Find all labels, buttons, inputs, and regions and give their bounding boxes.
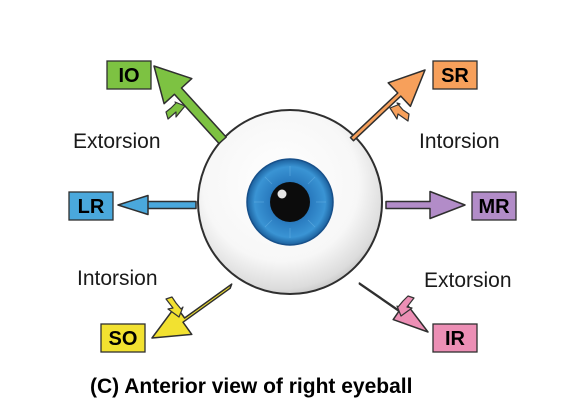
label-ir-box xyxy=(432,323,478,353)
label-sr-box xyxy=(432,60,478,90)
lr-arrow xyxy=(117,194,197,216)
io-torsion-arrow-icon xyxy=(165,101,186,120)
motion-ir-text: Extorsion xyxy=(424,269,512,292)
motion-sr-text: Intorsion xyxy=(419,130,500,153)
eyeball-icon xyxy=(197,109,383,295)
pupil-highlight xyxy=(277,189,287,199)
so-arrow xyxy=(151,283,233,339)
ir-torsion-arrow-icon xyxy=(396,295,415,317)
mr-arrow xyxy=(385,190,466,220)
sr-torsion-arrow-icon xyxy=(389,102,410,122)
label-mr-box xyxy=(471,191,517,221)
caption: (C) Anterior view of right eyeball xyxy=(90,375,412,398)
label-ir: IR xyxy=(432,323,478,353)
label-so-box xyxy=(100,323,146,353)
label-lr: LR xyxy=(68,191,114,221)
label-io: IO xyxy=(106,60,152,90)
io-arrow xyxy=(153,65,227,145)
label-so-text: SO xyxy=(109,328,138,350)
label-so: SO xyxy=(100,323,146,353)
label-io-text: IO xyxy=(118,65,139,87)
ir-arrow xyxy=(358,282,429,333)
label-mr: MR xyxy=(471,191,517,221)
label-lr-text: LR xyxy=(78,196,105,218)
label-lr-box xyxy=(68,191,114,221)
so-torsion-arrow-icon xyxy=(165,296,184,318)
label-sr-text: SR xyxy=(441,65,469,87)
label-io-box xyxy=(106,60,152,90)
label-sr: SR xyxy=(432,60,478,90)
pupil xyxy=(270,182,310,222)
label-ir-text: IR xyxy=(445,328,466,350)
motion-io-text: Extorsion xyxy=(73,130,161,153)
sr-arrow xyxy=(349,69,426,142)
label-mr-text: MR xyxy=(478,196,510,218)
motion-so-text: Intorsion xyxy=(77,267,158,290)
iris-striations xyxy=(254,166,326,238)
